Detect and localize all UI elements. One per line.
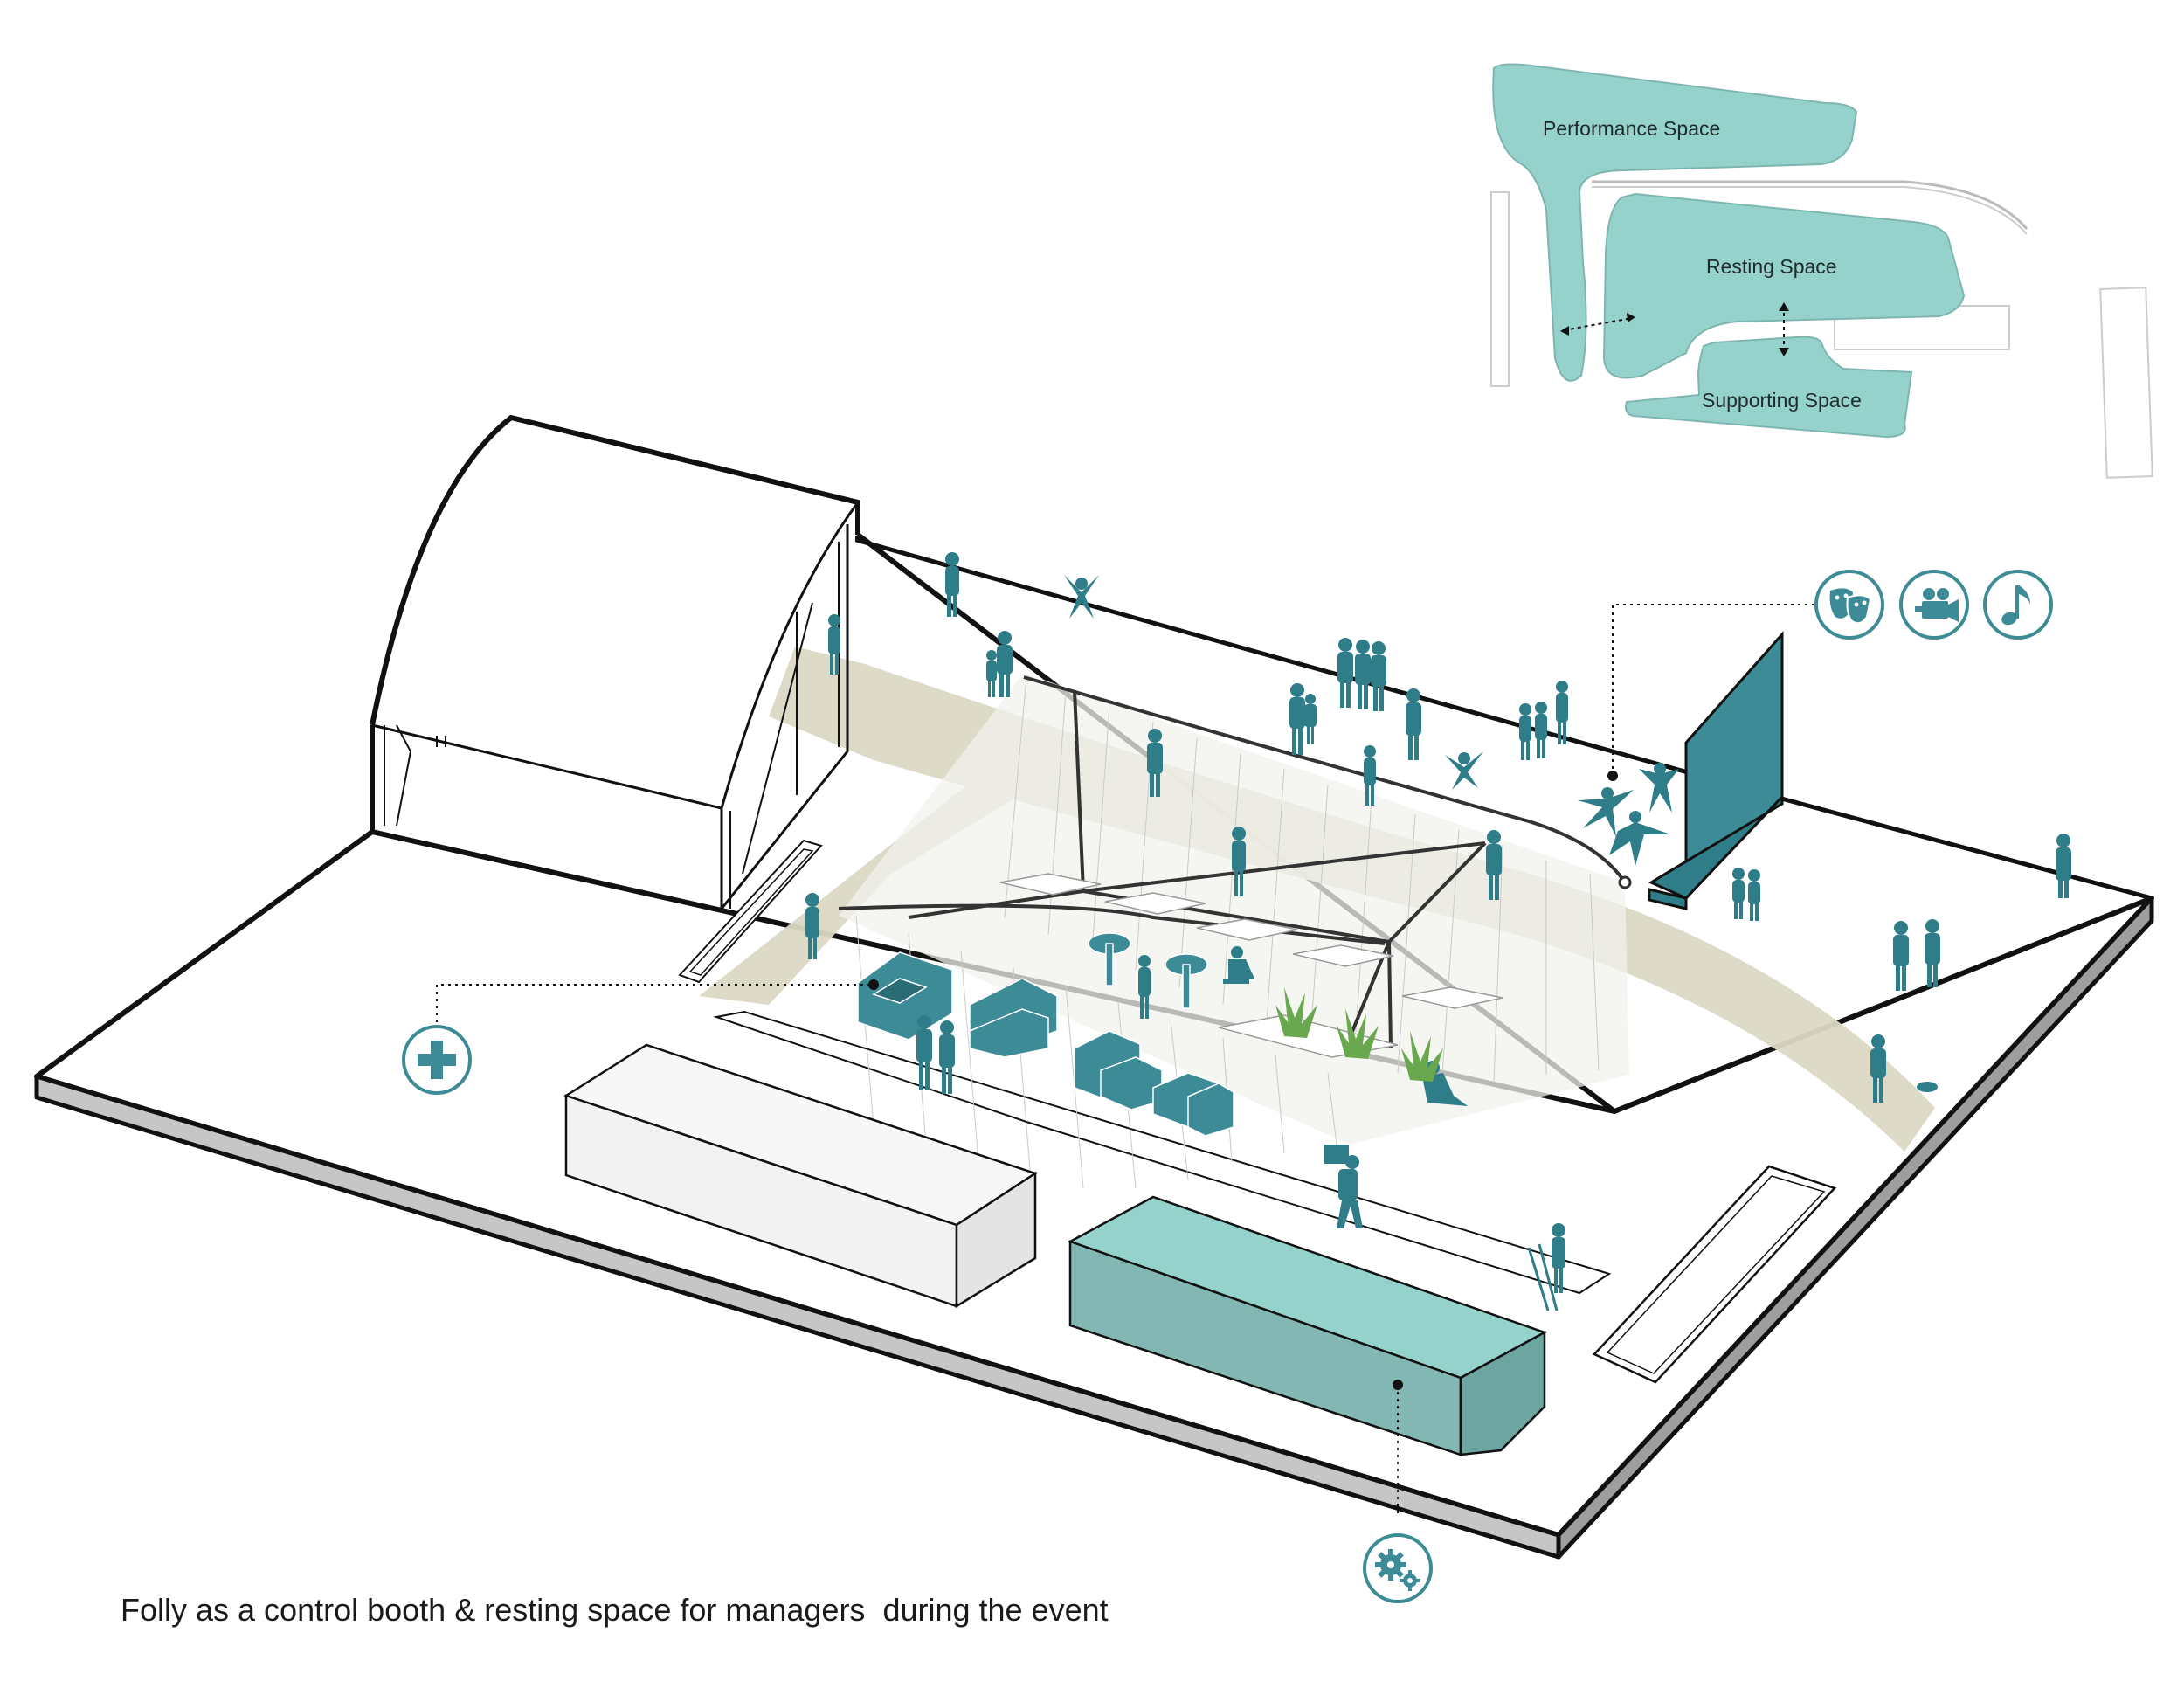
- person: [1064, 575, 1099, 619]
- person: [1406, 688, 1421, 760]
- theatre-masks-icon: [1814, 570, 1884, 640]
- person: [1925, 919, 1940, 987]
- white-storage-container: [563, 1043, 1038, 1309]
- person-on-ladder: [1527, 1223, 1565, 1311]
- film-camera-icon: [1899, 570, 1969, 640]
- person: [1486, 830, 1502, 900]
- person: [1556, 681, 1568, 744]
- label-supporting-space: Supporting Space: [1702, 389, 1862, 412]
- person: [1337, 638, 1353, 708]
- music-note-icon: [1983, 570, 2053, 640]
- person: [1371, 641, 1386, 711]
- back-wall-line: [855, 537, 1776, 799]
- person: [2056, 834, 2071, 898]
- person: [1232, 827, 1246, 896]
- people-silhouettes: [805, 552, 2071, 1311]
- person: [1519, 703, 1531, 760]
- label-resting-space: Resting Space: [1706, 255, 1837, 278]
- person: [1304, 694, 1317, 744]
- arched-shed-structure: [370, 414, 860, 984]
- right-planter: [1592, 1165, 1837, 1384]
- diagram-caption: Folly as a control booth & resting space…: [121, 1592, 1109, 1628]
- dancer: [1609, 811, 1670, 866]
- person: [1355, 640, 1371, 709]
- person: [1289, 683, 1305, 755]
- teal-control-booth-container: [1067, 1195, 1548, 1456]
- person: [986, 650, 997, 697]
- performance-space-zone: [1492, 63, 1858, 382]
- person: [939, 1020, 955, 1094]
- person: [805, 893, 819, 959]
- resting-space-zone: [1602, 192, 1966, 379]
- person: [1138, 955, 1151, 1019]
- person: [1893, 921, 1909, 991]
- gears-icon: [1363, 1533, 1433, 1603]
- bench-seats: [999, 873, 1503, 1058]
- person: [828, 614, 840, 675]
- person-carrying-box: [1324, 1145, 1363, 1228]
- person-sitting: [1223, 946, 1254, 984]
- person-with-dog: [1870, 1034, 1938, 1103]
- person: [997, 631, 1013, 697]
- dancer: [1639, 763, 1679, 813]
- person: [1147, 729, 1163, 797]
- person: [1364, 745, 1376, 806]
- person: [1535, 702, 1547, 758]
- supporting-space-zone: [1625, 336, 1913, 439]
- person: [1748, 869, 1760, 921]
- folly-floor-deck: [713, 1010, 1612, 1295]
- label-performance-space: Performance Space: [1543, 117, 1720, 140]
- person: [945, 552, 959, 617]
- potted-plants: [1275, 987, 1443, 1082]
- callout-lines: [436, 604, 1819, 1516]
- performance-screen: [1648, 631, 1784, 910]
- person: [1732, 868, 1745, 919]
- furniture-blocks: [857, 932, 1234, 1137]
- net-canopy: [838, 673, 1632, 1189]
- person: [1445, 751, 1483, 790]
- person: [916, 1015, 932, 1090]
- dancer: [1578, 787, 1634, 837]
- zoning-inset-map: Performance Space Resting Space Supporti…: [1490, 63, 2153, 479]
- first-aid-cross-icon: [402, 1025, 472, 1095]
